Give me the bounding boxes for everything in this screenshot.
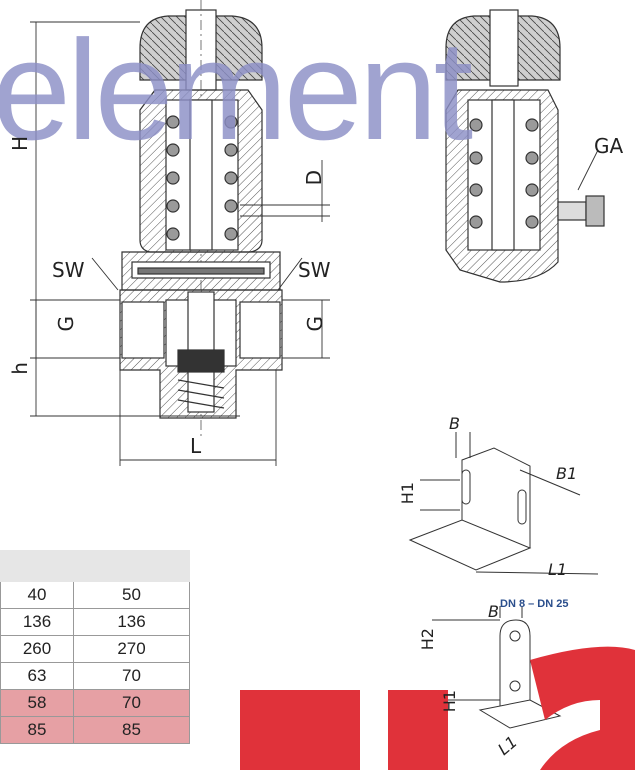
dimension-table: 40 50 136 136 260 270 63 70 58 70 85 85 [0, 550, 190, 744]
bracket1-label-H1: H1 [398, 482, 417, 505]
table-cell: 63 [0, 662, 74, 690]
table-row-highlighted: 85 85 [0, 716, 190, 744]
table-cell: 270 [73, 635, 190, 663]
inlet-port [121, 301, 165, 359]
bracket1-label-B1: B1 [556, 464, 578, 483]
table-row: 40 50 [0, 581, 190, 609]
bracket1-caption: DN 8 – DN 25 [500, 598, 569, 610]
table-cell: 85 [73, 716, 190, 744]
table-row: 260 270 [0, 635, 190, 663]
table-cell: 136 [73, 608, 190, 636]
side-valve-section [445, 9, 605, 283]
dimension-lines [30, 21, 330, 466]
bracket2-label-H1: H1 [440, 690, 459, 713]
table-cell: 40 [0, 581, 74, 609]
label-L: L [190, 434, 202, 458]
label-G-left: G [54, 316, 78, 332]
table-header-row [0, 550, 190, 582]
table-row-highlighted: 58 70 [0, 689, 190, 717]
table-cell: 70 [73, 662, 190, 690]
bracket1-label-B: B [449, 414, 460, 433]
label-D: D [302, 170, 326, 186]
label-SW-left: SW [52, 258, 85, 282]
watermark: element [0, 11, 473, 170]
table-header-cell [0, 550, 74, 582]
table-cell: 58 [0, 689, 74, 717]
table-row: 136 136 [0, 608, 190, 636]
label-h: h [8, 362, 32, 375]
table-header-cell [73, 550, 190, 582]
table-row: 63 70 [0, 662, 190, 690]
table-cell: 70 [73, 689, 190, 717]
gauge-port [557, 201, 587, 221]
bracket1-label-L1: L1 [548, 560, 568, 579]
table-cell: 50 [73, 581, 190, 609]
spring-rod [189, 99, 213, 251]
bracket-1 [408, 432, 599, 575]
bracket2-label-B: B [488, 602, 499, 621]
label-SW-right: SW [298, 258, 331, 282]
label-G-right: G [303, 316, 327, 332]
brand-shapes [240, 646, 635, 770]
label-H: H [8, 136, 32, 152]
table-cell: 260 [0, 635, 74, 663]
table-cell: 136 [0, 608, 74, 636]
outlet-port [239, 301, 281, 359]
spring-coils [166, 115, 238, 241]
bracket-2 [432, 606, 562, 729]
bracket2-label-H2: H2 [418, 628, 437, 651]
label-GA: GA [594, 134, 624, 158]
table-cell: 85 [0, 716, 74, 744]
main-valve-section [119, 0, 283, 440]
